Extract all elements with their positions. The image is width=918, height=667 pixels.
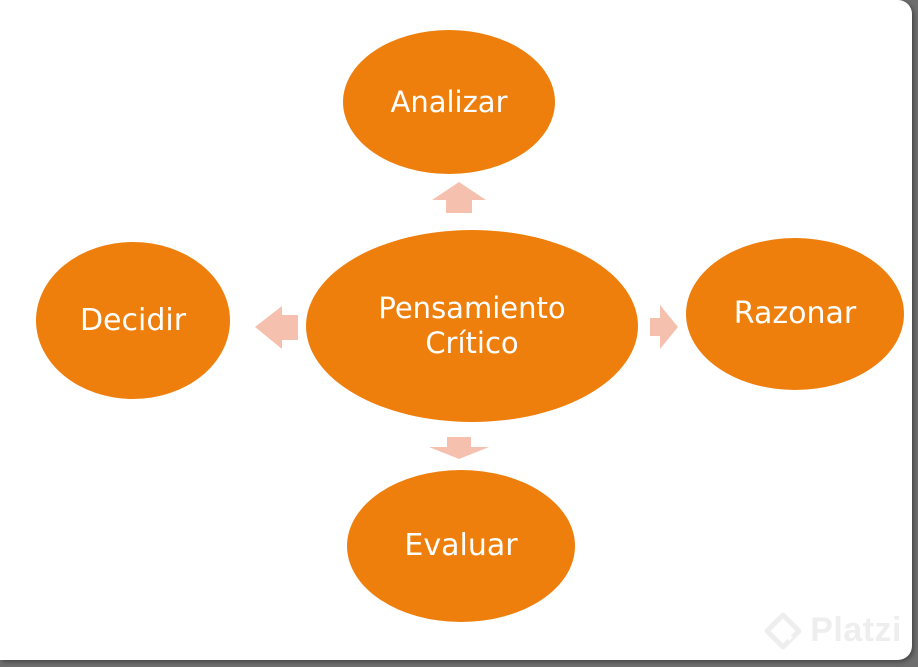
arrow-down	[429, 437, 489, 459]
node-evaluar-label: Evaluar	[404, 528, 518, 563]
node-center-label: Pensamiento Crítico	[378, 291, 566, 360]
watermark-text: Platzi	[810, 611, 902, 649]
node-analizar-label: Analizar	[390, 84, 508, 119]
node-decidir-label: Decidir	[79, 302, 187, 338]
arrow-right	[650, 305, 678, 349]
platzi-watermark: Platzi	[764, 611, 902, 650]
node-razonar-label: Razonar	[733, 296, 857, 331]
node-decidir: Decidir	[36, 242, 230, 399]
node-pensamiento-critico: Pensamiento Crítico	[306, 230, 638, 422]
arrow-up	[432, 182, 486, 213]
platzi-logo-icon	[764, 612, 802, 649]
node-analizar: Analizar	[343, 30, 555, 174]
arrow-left	[255, 306, 298, 349]
node-razonar: Razonar	[686, 238, 904, 390]
node-evaluar: Evaluar	[347, 470, 575, 622]
